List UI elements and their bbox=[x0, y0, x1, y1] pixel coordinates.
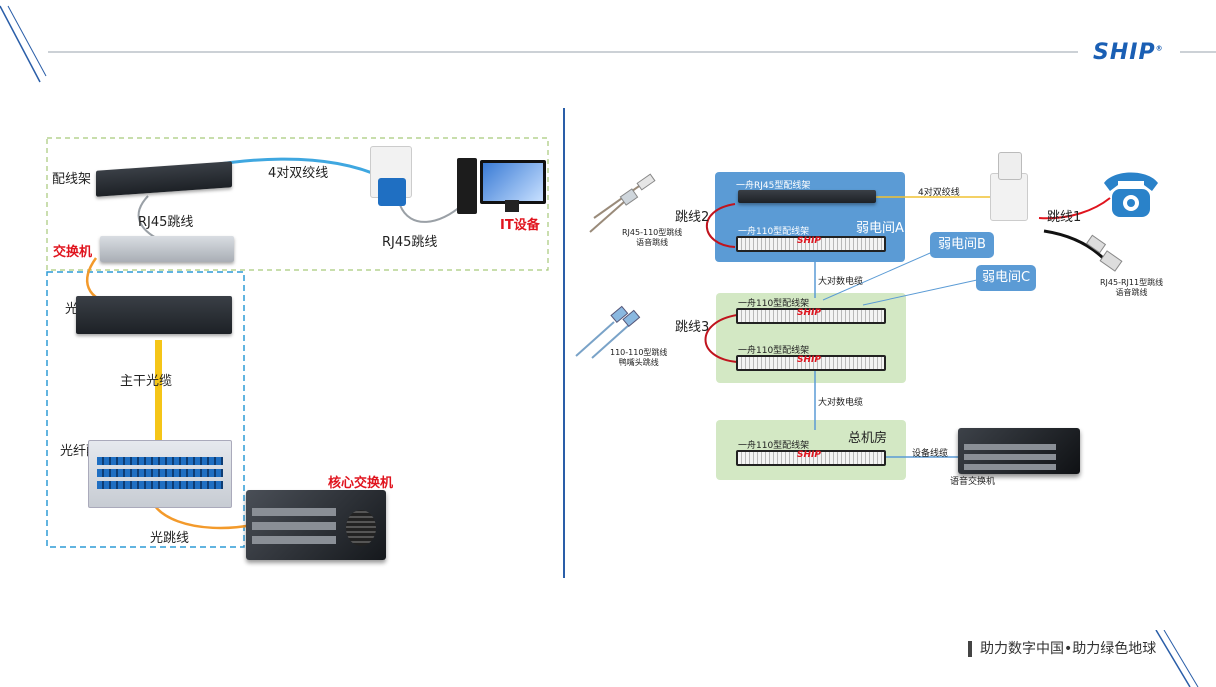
panel-110-main-label: 一舟110型配线架 bbox=[738, 441, 810, 451]
panel-110-b2 bbox=[736, 355, 886, 371]
room-a-label: 弱电间A bbox=[856, 221, 904, 236]
rj45-panel-label: 一舟RJ45型配线架 bbox=[736, 181, 811, 191]
voice-outlet bbox=[990, 173, 1028, 221]
jumper-110-110-label: 110-110型跳线 鸭嘴头跳线 bbox=[610, 348, 668, 367]
twisted-pair-label-right: 4对双绞线 bbox=[918, 188, 960, 198]
rj45-110-jumper-image bbox=[589, 173, 656, 233]
jumper-2-label: 跳线2 bbox=[675, 210, 710, 225]
trunk-cable-label: 主干光缆 bbox=[120, 374, 173, 389]
fiber-jumper-label-2: 光跳线 bbox=[150, 531, 190, 546]
rj11-cable-image bbox=[1043, 229, 1123, 272]
core-switch-device bbox=[246, 490, 386, 560]
rj45-jumper-label-1: RJ45跳线 bbox=[138, 215, 194, 230]
pc-monitor bbox=[480, 160, 546, 204]
it-device-label: IT设备 bbox=[500, 218, 540, 233]
jumper-1-label: 跳线1 bbox=[1047, 210, 1082, 225]
phone-icon bbox=[1104, 172, 1158, 217]
switch-device bbox=[100, 236, 234, 262]
voice-switch-device bbox=[958, 428, 1080, 474]
rj45-rj11-jumper-label: RJ45-RJ11型跳线 语音跳线 bbox=[1100, 278, 1164, 297]
panel-110-a bbox=[736, 236, 886, 252]
right-diagram-lines bbox=[704, 196, 1111, 458]
rj45-110-jumper-label: RJ45-110型跳线 语音跳线 bbox=[622, 228, 683, 247]
rj45-jumper-label-2: RJ45跳线 bbox=[382, 235, 438, 250]
fiber-distribution-frame bbox=[88, 440, 232, 508]
keystone-jack bbox=[378, 178, 406, 206]
patch-panel-label: 配线架 bbox=[52, 172, 92, 187]
big-cable-label-2: 大对数电缆 bbox=[818, 398, 864, 408]
pc-stand bbox=[505, 200, 519, 212]
ship-logo: SHIP® bbox=[1093, 40, 1164, 65]
panel-110-main-brand: SHIP bbox=[797, 450, 821, 460]
rj45-panel-device bbox=[738, 190, 876, 203]
core-switch-label: 核心交换机 bbox=[328, 476, 394, 491]
panel-110-b2-label: 一舟110型配线架 bbox=[738, 346, 810, 356]
room-c-tag: 弱电间C bbox=[976, 265, 1036, 291]
panel-110-a-brand: SHIP bbox=[797, 236, 821, 246]
device-cable-label: 设备线缆 bbox=[912, 449, 949, 459]
fiber-enclosure-1u bbox=[76, 296, 232, 334]
panel-110-b1 bbox=[736, 308, 886, 324]
switch-label: 交换机 bbox=[53, 245, 93, 260]
panel-110-a-label: 一舟110型配线架 bbox=[738, 227, 810, 237]
header-decoration bbox=[0, 5, 1216, 83]
jumper-3-label: 跳线3 bbox=[675, 320, 710, 335]
footer-decoration bbox=[1155, 630, 1199, 687]
main-room-label: 总机房 bbox=[848, 431, 888, 446]
panel-110-main bbox=[736, 450, 886, 466]
panel-110-b1-brand: SHIP bbox=[797, 308, 821, 318]
panel-110-b1-label: 一舟110型配线架 bbox=[738, 299, 810, 309]
jumper-110-110-image bbox=[575, 305, 641, 359]
voice-keystone bbox=[998, 152, 1022, 180]
twisted-pair-label: 4对双绞线 bbox=[268, 166, 329, 181]
big-cable-label-1: 大对数电缆 bbox=[818, 277, 864, 287]
footer-slogan: 助力数字中国•助力绿色地球 bbox=[968, 641, 1156, 657]
center-divider bbox=[563, 108, 565, 578]
voice-switch-label: 语音交换机 bbox=[950, 477, 996, 487]
pc-tower bbox=[457, 158, 477, 214]
panel-110-b2-brand: SHIP bbox=[797, 355, 821, 365]
room-b-tag: 弱电间B bbox=[930, 232, 994, 258]
